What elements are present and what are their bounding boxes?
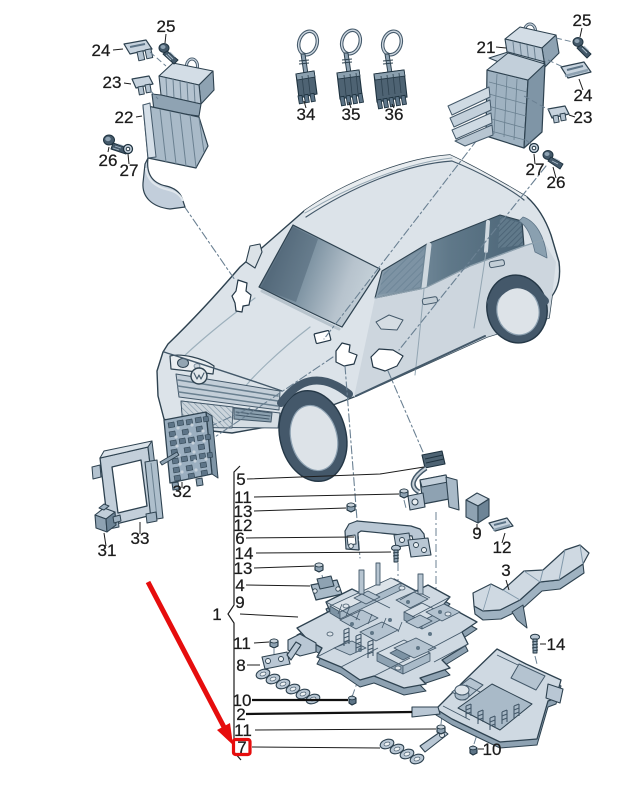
svg-text:35: 35 bbox=[342, 105, 361, 124]
svg-text:23: 23 bbox=[574, 108, 593, 127]
svg-text:8: 8 bbox=[236, 656, 245, 675]
svg-text:3: 3 bbox=[501, 561, 510, 580]
svg-text:10: 10 bbox=[483, 740, 502, 759]
svg-text:25: 25 bbox=[573, 11, 592, 30]
svg-text:24: 24 bbox=[574, 86, 593, 105]
svg-text:1: 1 bbox=[212, 605, 221, 624]
svg-text:26: 26 bbox=[547, 173, 566, 192]
svg-text:11: 11 bbox=[234, 721, 252, 740]
svg-text:36: 36 bbox=[385, 105, 404, 124]
svg-text:12: 12 bbox=[234, 516, 253, 535]
svg-text:34: 34 bbox=[297, 105, 316, 124]
svg-text:33: 33 bbox=[131, 529, 150, 548]
svg-text:12: 12 bbox=[493, 538, 512, 557]
svg-text:13: 13 bbox=[234, 559, 253, 578]
svg-text:7: 7 bbox=[237, 738, 246, 757]
svg-text:14: 14 bbox=[235, 544, 254, 563]
svg-text:6: 6 bbox=[235, 529, 244, 548]
svg-text:25: 25 bbox=[157, 17, 176, 36]
svg-text:32: 32 bbox=[173, 482, 192, 501]
svg-text:26: 26 bbox=[99, 151, 118, 170]
svg-text:31: 31 bbox=[98, 541, 117, 560]
svg-text:23: 23 bbox=[103, 73, 122, 92]
svg-text:5: 5 bbox=[236, 470, 245, 489]
svg-text:9: 9 bbox=[472, 524, 481, 543]
svg-text:22: 22 bbox=[115, 108, 134, 127]
svg-text:4: 4 bbox=[235, 576, 244, 595]
svg-text:24: 24 bbox=[92, 41, 111, 60]
svg-text:14: 14 bbox=[547, 635, 566, 654]
svg-text:27: 27 bbox=[526, 160, 545, 179]
svg-text:11: 11 bbox=[233, 634, 251, 653]
svg-text:13: 13 bbox=[234, 502, 253, 521]
svg-text:9: 9 bbox=[235, 593, 244, 612]
svg-text:11: 11 bbox=[234, 488, 252, 507]
svg-text:10: 10 bbox=[233, 691, 252, 710]
svg-text:27: 27 bbox=[120, 161, 139, 180]
svg-text:2: 2 bbox=[236, 705, 245, 724]
svg-text:21: 21 bbox=[477, 38, 496, 57]
